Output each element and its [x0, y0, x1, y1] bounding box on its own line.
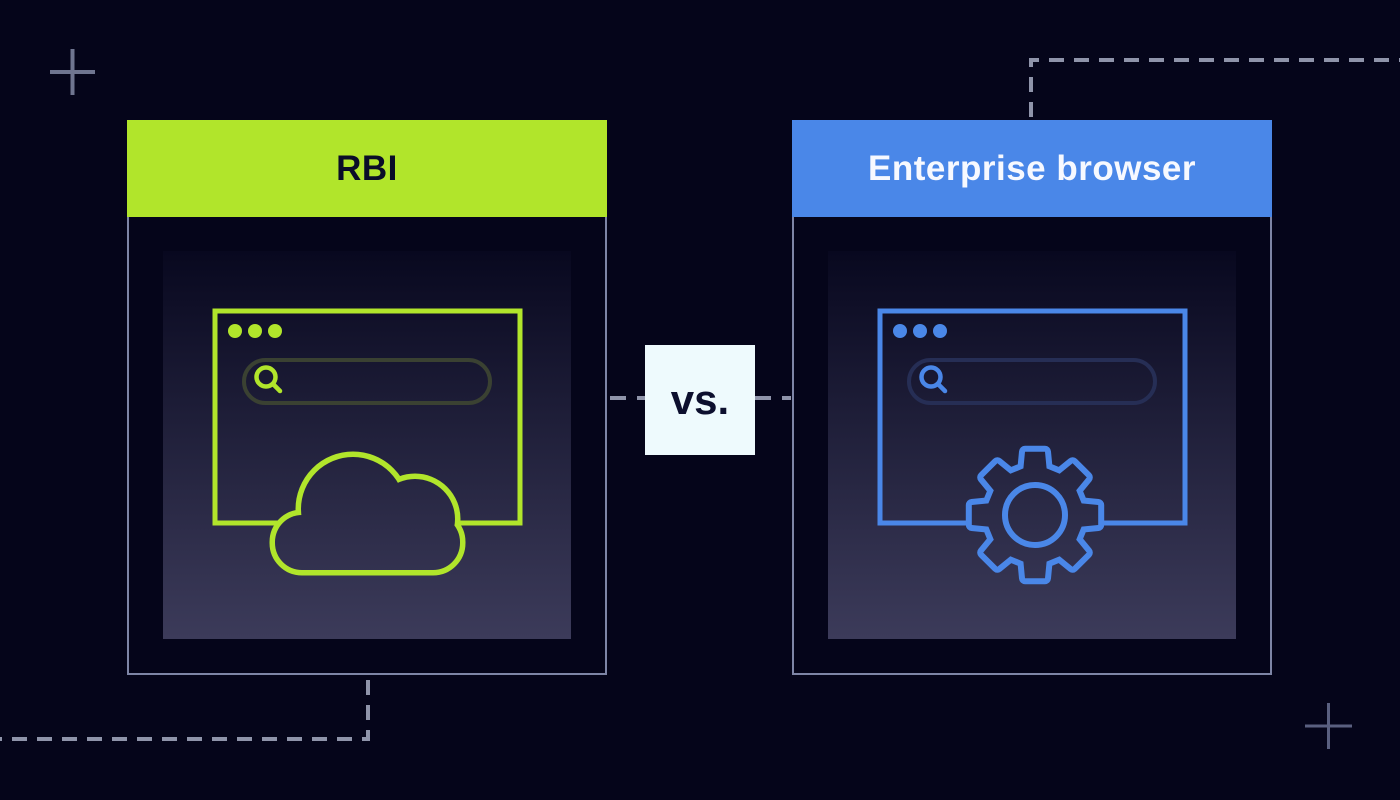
search-bar [907, 358, 1157, 405]
search-bar [242, 358, 492, 405]
plus-icon [50, 49, 95, 95]
window-controls-dots-icon [228, 324, 282, 338]
rbi-card-title: RBI [336, 148, 398, 188]
rbi-card-header: RBI [127, 120, 607, 217]
enterprise-illustration-panel [828, 251, 1236, 639]
enterprise-browser-card-body [792, 217, 1272, 675]
enterprise-browser-card-header: Enterprise browser [792, 120, 1272, 217]
plus-icon [1305, 703, 1352, 749]
rbi-card-body [127, 217, 607, 675]
vs-label: vs. [670, 376, 730, 423]
enterprise-browser-card: Enterprise browser [792, 120, 1272, 675]
search-icon [254, 365, 283, 394]
gear-icon [965, 445, 1105, 585]
window-controls-dots-icon [893, 324, 947, 338]
enterprise-browser-illustration [877, 308, 1188, 585]
rbi-browser-illustration [212, 308, 523, 576]
enterprise-browser-card-title: Enterprise browser [868, 148, 1196, 188]
rbi-card: RBI [127, 120, 607, 675]
search-icon [919, 365, 948, 394]
cloud-icon [269, 451, 466, 576]
rbi-illustration-panel [163, 251, 571, 639]
dashed-corner-line [0, 680, 370, 741]
dashed-corner-line [1029, 58, 1400, 117]
vs-divider: vs. [645, 345, 755, 455]
